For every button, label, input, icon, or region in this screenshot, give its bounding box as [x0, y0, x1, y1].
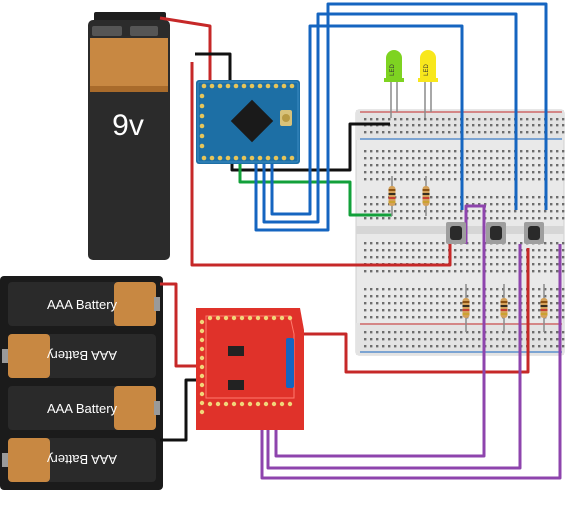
aaa-cell-label: AAA Battery	[46, 452, 117, 467]
aaa-cell: AAA Battery	[8, 282, 160, 326]
resistor	[462, 284, 470, 332]
aaa-cell: AAA Battery	[2, 334, 156, 378]
push-button	[446, 222, 466, 244]
resistors	[388, 176, 548, 332]
push-buttons	[446, 222, 544, 244]
aaa-cell: AAA Battery	[2, 438, 156, 482]
resistor	[388, 176, 396, 216]
led: LED	[384, 50, 404, 118]
aaa-cell-label: AAA Battery	[46, 348, 117, 363]
battery-9v: 9v	[88, 12, 170, 260]
arduino-pro-mini	[196, 80, 300, 164]
xbee-board	[196, 308, 304, 430]
breadboard-holes	[364, 118, 565, 348]
aaa-cell-label: AAA Battery	[47, 401, 118, 416]
resistor	[540, 284, 548, 332]
aaa-cell-label: AAA Battery	[47, 297, 118, 312]
resistor	[500, 284, 508, 332]
push-button	[524, 222, 544, 244]
aaa-cell: AAA Battery	[8, 386, 160, 430]
led-label: LED	[390, 63, 396, 75]
arduino-pins	[199, 83, 295, 161]
xbee-pins	[199, 315, 293, 415]
resistor	[422, 176, 430, 216]
battery-9v-label: 9v	[112, 109, 144, 142]
leds: LED LED	[384, 50, 438, 118]
push-button	[486, 222, 506, 244]
led: LED	[418, 50, 438, 118]
wires	[159, 2, 562, 480]
led-label: LED	[424, 63, 430, 75]
